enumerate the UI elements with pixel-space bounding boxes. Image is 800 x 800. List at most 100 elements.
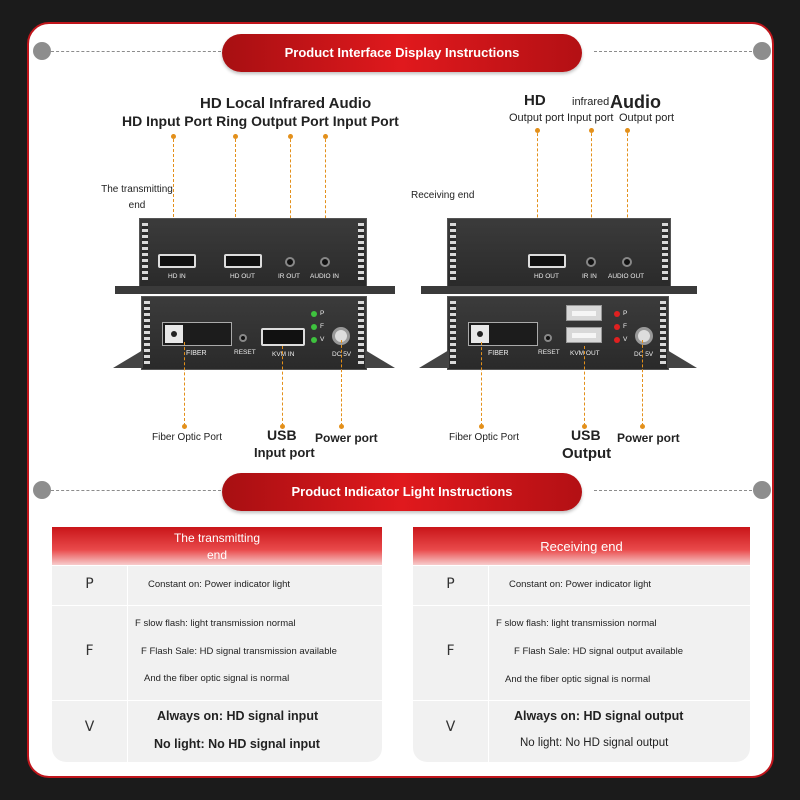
rx-fins-right — [662, 223, 668, 283]
tx-leader-dot-ir-out — [288, 134, 293, 139]
rx-reset-label: RESET — [538, 349, 560, 356]
tx-leader-hd-out — [235, 134, 236, 282]
tx-hd-in-port — [158, 254, 196, 268]
rx-device-lower: FIBER RESET KVM OUT P F V DC 5V — [447, 296, 669, 370]
rx-usb-label-1: USB — [571, 427, 601, 443]
rx-hd-out-port — [528, 254, 566, 268]
rx-hd-out-label: HD OUT — [534, 273, 559, 280]
tx-leader-hd-in — [173, 134, 174, 282]
rx-ir-in-label: IR IN — [582, 273, 597, 280]
tx-leader-dot-audio-in — [323, 134, 328, 139]
rx-audio-out-label: AUDIO OUT — [608, 273, 645, 280]
tx-row-p: P Constant on: Power indicator light — [52, 565, 382, 606]
decor-dot-left-top — [33, 42, 51, 60]
tx-leader-power — [341, 340, 342, 426]
tx-reset-label: RESET — [234, 349, 256, 356]
tx-leader-dot-usb — [280, 424, 285, 429]
rx-row-v: V Always on: HD signal output No light: … — [413, 700, 750, 762]
rx-table-header — [413, 527, 750, 565]
rx-power-port-label: Power port — [617, 431, 680, 445]
tx-leader-usb — [282, 346, 283, 426]
tx-table-title-2: end — [206, 548, 228, 562]
tx-reset-button — [239, 334, 247, 342]
tx-row-v-key: V — [84, 719, 95, 735]
tx-led-f-label: F — [320, 323, 324, 330]
rx-bracket-upper — [421, 286, 697, 294]
tx-usb-label-2: Input port — [254, 445, 315, 460]
tx-table-header — [52, 527, 382, 565]
rx-leader-audio — [627, 128, 628, 258]
divider-left-mid — [51, 490, 221, 491]
rx-indicator-table: Receiving end P Constant on: Power indic… — [413, 527, 750, 762]
rx-led-p — [614, 311, 620, 317]
rx-row-f-text-1: F slow flash: light transmission normal — [496, 618, 657, 629]
rx-row-f-key: F — [446, 643, 455, 659]
tx-fiber-port — [162, 322, 232, 346]
divider-right-mid — [594, 490, 752, 491]
rx-led-v — [614, 337, 620, 343]
rx-top-label-hd-sub: Output port — [509, 112, 565, 124]
rx-audio-out-port — [622, 257, 632, 267]
rx-row-f-text-2: F Flash Sale: HD signal output available — [514, 646, 683, 657]
rx-fiber-label: FIBER — [488, 350, 509, 357]
rx-row-f: F F slow flash: light transmission norma… — [413, 605, 750, 701]
banner-interface: Product Interface Display Instructions — [222, 34, 582, 72]
rx-leader-dot-power — [640, 424, 645, 429]
rx-top-label-ir-sub: Input port — [567, 112, 614, 124]
tx-row-p-key: P — [85, 576, 94, 592]
rx-row-f-text-3: And the fiber optic signal is normal — [505, 674, 651, 685]
rx-usb-port-2 — [566, 327, 602, 343]
tx-end-label: The transmitting end — [101, 184, 173, 211]
rx-usb-port-1 — [566, 305, 602, 321]
rx-led-f — [614, 324, 620, 330]
tx-leader-fiber — [184, 342, 185, 426]
rx-row-v-text-2: No light: No HD signal output — [520, 737, 669, 749]
rx-leader-power — [642, 340, 643, 426]
rx-fiber-port — [468, 322, 538, 346]
rx-leader-ir — [591, 128, 592, 258]
rx-top-label-hd: HD — [524, 92, 546, 109]
tx-row-v-sep — [127, 701, 128, 762]
rx-top-label-audio-sub: Output port — [619, 112, 675, 124]
rx-dc-label: DC 5V — [634, 351, 654, 358]
tx-row-f-text-2: F Flash Sale: HD signal transmission ava… — [141, 646, 337, 657]
rx-top-label-ir: infrared — [572, 96, 610, 108]
rx-row-p-key: P — [446, 576, 455, 592]
decor-dot-right-top — [753, 42, 771, 60]
rx-end-label: Receiving end — [411, 190, 475, 201]
tx-row-v-text-2: No light: No HD signal input — [154, 737, 320, 751]
tx-table-title-1: The transmitting — [173, 531, 261, 545]
rx-top-label-audio: Audio — [610, 92, 661, 112]
rx-row-p: P Constant on: Power indicator light — [413, 565, 750, 606]
rx-foot-right — [667, 350, 697, 368]
rx-leader-dot-audio — [625, 128, 630, 133]
rx-fins-left — [450, 223, 456, 283]
rx-row-p-sep — [488, 566, 489, 606]
tx-top-label-line1: HD Local Infrared Audio — [200, 95, 372, 112]
tx-device-upper: HD IN HD OUT IR OUT AUDIO IN — [139, 218, 367, 288]
tx-leader-dot-power — [339, 424, 344, 429]
tx-row-f-text-1: F slow flash: light transmission normal — [135, 618, 296, 629]
rx-ir-in-port — [586, 257, 596, 267]
tx-hd-out-port — [224, 254, 262, 268]
page-frame: Product Interface Display Instructions H… — [27, 22, 774, 778]
tx-leader-dot-hd-in — [171, 134, 176, 139]
rx-fins-right-lower — [660, 301, 666, 365]
tx-foot-right — [365, 350, 395, 368]
tx-leader-dot-hd-out — [233, 134, 238, 139]
tx-row-p-text: Constant on: Power indicator light — [148, 579, 291, 590]
rx-fins-left-lower — [450, 301, 456, 365]
decor-dot-left-mid — [33, 481, 51, 499]
tx-bracket-upper — [115, 286, 395, 294]
decor-dot-right-mid — [753, 481, 771, 499]
divider-left-top — [51, 51, 221, 52]
tx-row-f: F F slow flash: light transmission norma… — [52, 605, 382, 701]
tx-leader-ir-out — [290, 134, 291, 254]
tx-audio-in-port — [320, 257, 330, 267]
tx-row-v-text-1: Always on: HD signal input — [157, 709, 319, 723]
tx-row-f-key: F — [85, 643, 94, 659]
tx-power-port-label: Power port — [315, 431, 378, 445]
banner-indicator: Product Indicator Light Instructions — [222, 473, 582, 511]
tx-ir-out-label: IR OUT — [278, 273, 301, 280]
tx-ir-out-port — [285, 257, 295, 267]
